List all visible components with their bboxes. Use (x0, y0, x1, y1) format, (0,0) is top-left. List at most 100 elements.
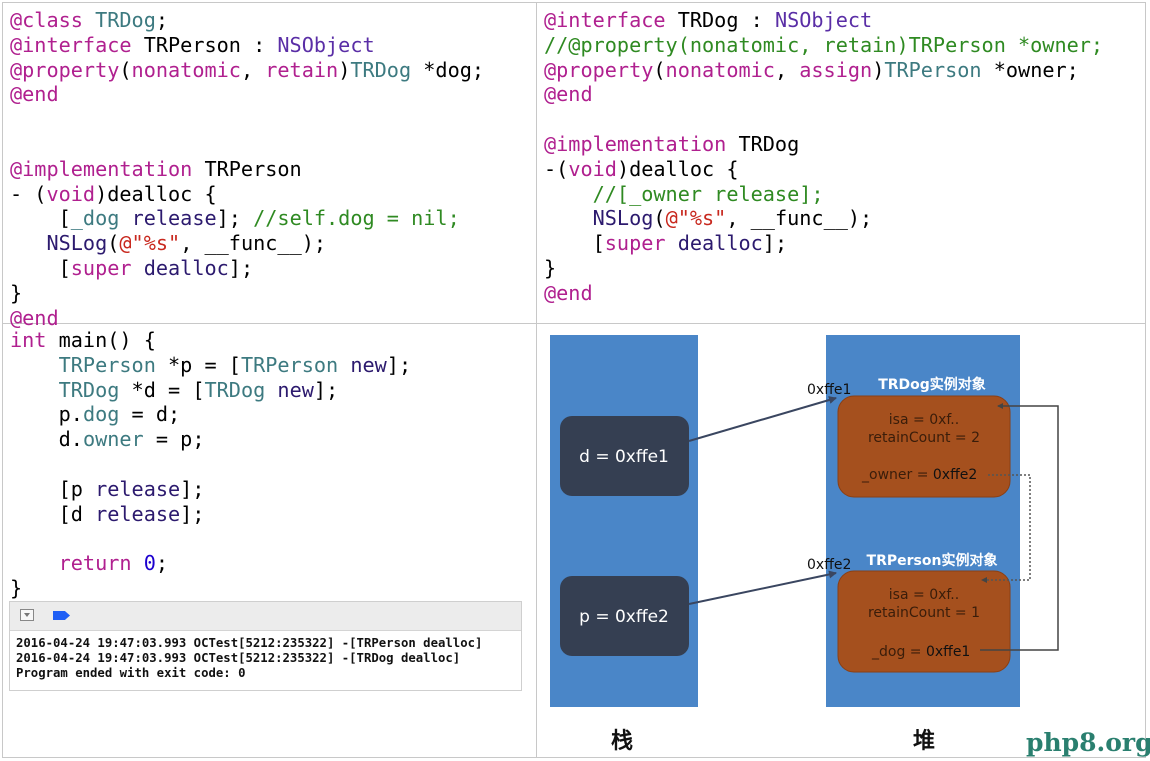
code-line: NSLog(@"%s", __func__); (544, 206, 1103, 231)
code-line: p.dog = d; (10, 402, 411, 427)
console-line: Program ended with exit code: 0 (16, 666, 246, 680)
code-line: } (10, 281, 484, 306)
code-token: @class (10, 8, 83, 32)
stack-var-p-box (560, 576, 689, 656)
code-token: release (95, 501, 181, 526)
code-line: @interface TRPerson : NSObject (10, 33, 484, 58)
code-line: //[_owner release]; (544, 182, 1103, 207)
code-token: -( (544, 156, 569, 181)
code-token: retain (265, 57, 339, 82)
code-token: dealloc (143, 255, 229, 280)
code-token: NSLog (592, 206, 654, 231)
code-token: , (774, 57, 800, 82)
code-token: release (95, 476, 181, 501)
code-token: TRPerson : (131, 32, 278, 57)
console-line: 2016-04-24 19:47:03.993 OCTest[5212:2353… (16, 636, 483, 650)
code-line: TRPerson *p = [TRPerson new]; (10, 353, 411, 378)
code-line: //@property(nonatomic, retain)TRPerson *… (544, 33, 1103, 58)
pointer-arrow-p-to-person (688, 570, 837, 605)
code-line: [d release]; (10, 502, 411, 527)
code-token: main() { (46, 328, 156, 352)
heap-object-person-field: _dog = 0xffe1 (871, 644, 970, 660)
hide-debug-area-icon[interactable] (20, 609, 34, 621)
code-token: int (10, 328, 47, 352)
code-token: TRDog (350, 57, 412, 82)
code-token: - ( (10, 181, 47, 206)
code-token: //self.dog = nil; (253, 206, 460, 231)
code-token: )dealloc { (616, 156, 739, 181)
code-token: @end (544, 82, 593, 107)
code-token: TRPerson (192, 156, 302, 181)
code-line: @implementation TRDog (544, 132, 1103, 157)
code-token: [ (10, 255, 71, 280)
code-line: [super dealloc]; (544, 231, 1103, 256)
code-token: void (568, 156, 617, 181)
code-token: @interface (10, 32, 132, 57)
code-token: ]; (313, 377, 339, 402)
code-token: @implementation (544, 131, 727, 156)
stack-var-p-label: p = 0xffe2 (579, 607, 669, 627)
code-line: } (544, 256, 1103, 281)
code-line: @property(nonatomic, retain)TRDog *dog; (10, 58, 484, 83)
code-token: super (604, 231, 666, 256)
console-toolbar (10, 602, 521, 631)
code-token: @end (544, 280, 593, 305)
console-line: 2016-04-24 19:47:03.993 OCTest[5212:2353… (16, 651, 461, 665)
code-token: new (277, 377, 314, 402)
code-token: NSLog (46, 231, 108, 256)
site-watermark: php8.org (1026, 728, 1150, 757)
heap-object-dog-isa: isa = 0xf.. (889, 412, 959, 428)
code-token: owner (82, 427, 144, 452)
code-token: @implementation (10, 156, 193, 181)
code-line: @interface TRDog : NSObject (544, 8, 1103, 33)
code-token: TRPerson (884, 57, 982, 82)
code-token: void (46, 181, 96, 206)
code-panel-trdog: @interface TRDog : NSObject//@property(n… (544, 8, 1103, 306)
field-name: _owner = (861, 467, 933, 483)
panel-divider-horizontal (2, 323, 1146, 324)
heap-object-dog-box (837, 395, 1011, 498)
code-token: [p (10, 476, 96, 501)
code-token: p. (10, 402, 83, 427)
debug-console: 2016-04-24 19:47:03.993 OCTest[5212:2353… (9, 601, 522, 691)
heap-object-person-address: 0xffe2 (807, 557, 851, 573)
code-token: _dog (70, 206, 120, 231)
code-line: @implementation TRPerson (10, 157, 484, 182)
code-token: nonatomic (665, 57, 775, 82)
code-token: , __func__); (726, 206, 873, 231)
code-token: assign (799, 57, 873, 82)
code-line: @property(nonatomic, assign)TRPerson *ow… (544, 58, 1103, 83)
strong-reference-dog-link (980, 403, 1059, 651)
heap-object-dog-title: TRDog实例对象 (878, 376, 986, 393)
breakpoint-icon[interactable] (53, 611, 70, 620)
code-token: } (544, 255, 557, 280)
heap-object-person-isa: isa = 0xf.. (889, 587, 959, 603)
console-output: 2016-04-24 19:47:03.993 OCTest[5212:2353… (10, 631, 521, 681)
code-token: //[_owner release]; (592, 181, 824, 206)
code-token: NSObject (774, 8, 873, 32)
code-token: dog (82, 402, 120, 427)
code-token: = d; (119, 402, 181, 427)
code-token: , __func__); (180, 231, 327, 256)
stack-region-label: 栈 (611, 729, 633, 754)
code-line: @class TRDog; (10, 8, 484, 33)
code-token: } (10, 280, 23, 305)
code-line: d.owner = p; (10, 427, 411, 452)
panel-divider-vertical (536, 2, 537, 758)
code-token: *dog; (411, 57, 485, 82)
code-token: TRDog (95, 8, 156, 32)
code-token: *owner; (981, 57, 1079, 82)
code-token: return (58, 551, 132, 576)
code-token: } (10, 575, 23, 600)
code-line: NSLog(@"%s", __func__); (10, 231, 484, 256)
code-line: - (void)dealloc { (10, 182, 484, 207)
code-token: ) (338, 57, 351, 82)
code-token: ( (107, 231, 120, 256)
heap-object-dog-field: _owner = 0xffe2 (861, 467, 977, 483)
heap-object-person-retaincount: retainCount = 1 (868, 605, 980, 621)
code-token: TRDog (204, 377, 266, 402)
heap-object-person-title: TRPerson实例对象 (867, 552, 998, 569)
code-token: ( (653, 57, 666, 82)
weak-reference-owner-link (981, 474, 1031, 583)
